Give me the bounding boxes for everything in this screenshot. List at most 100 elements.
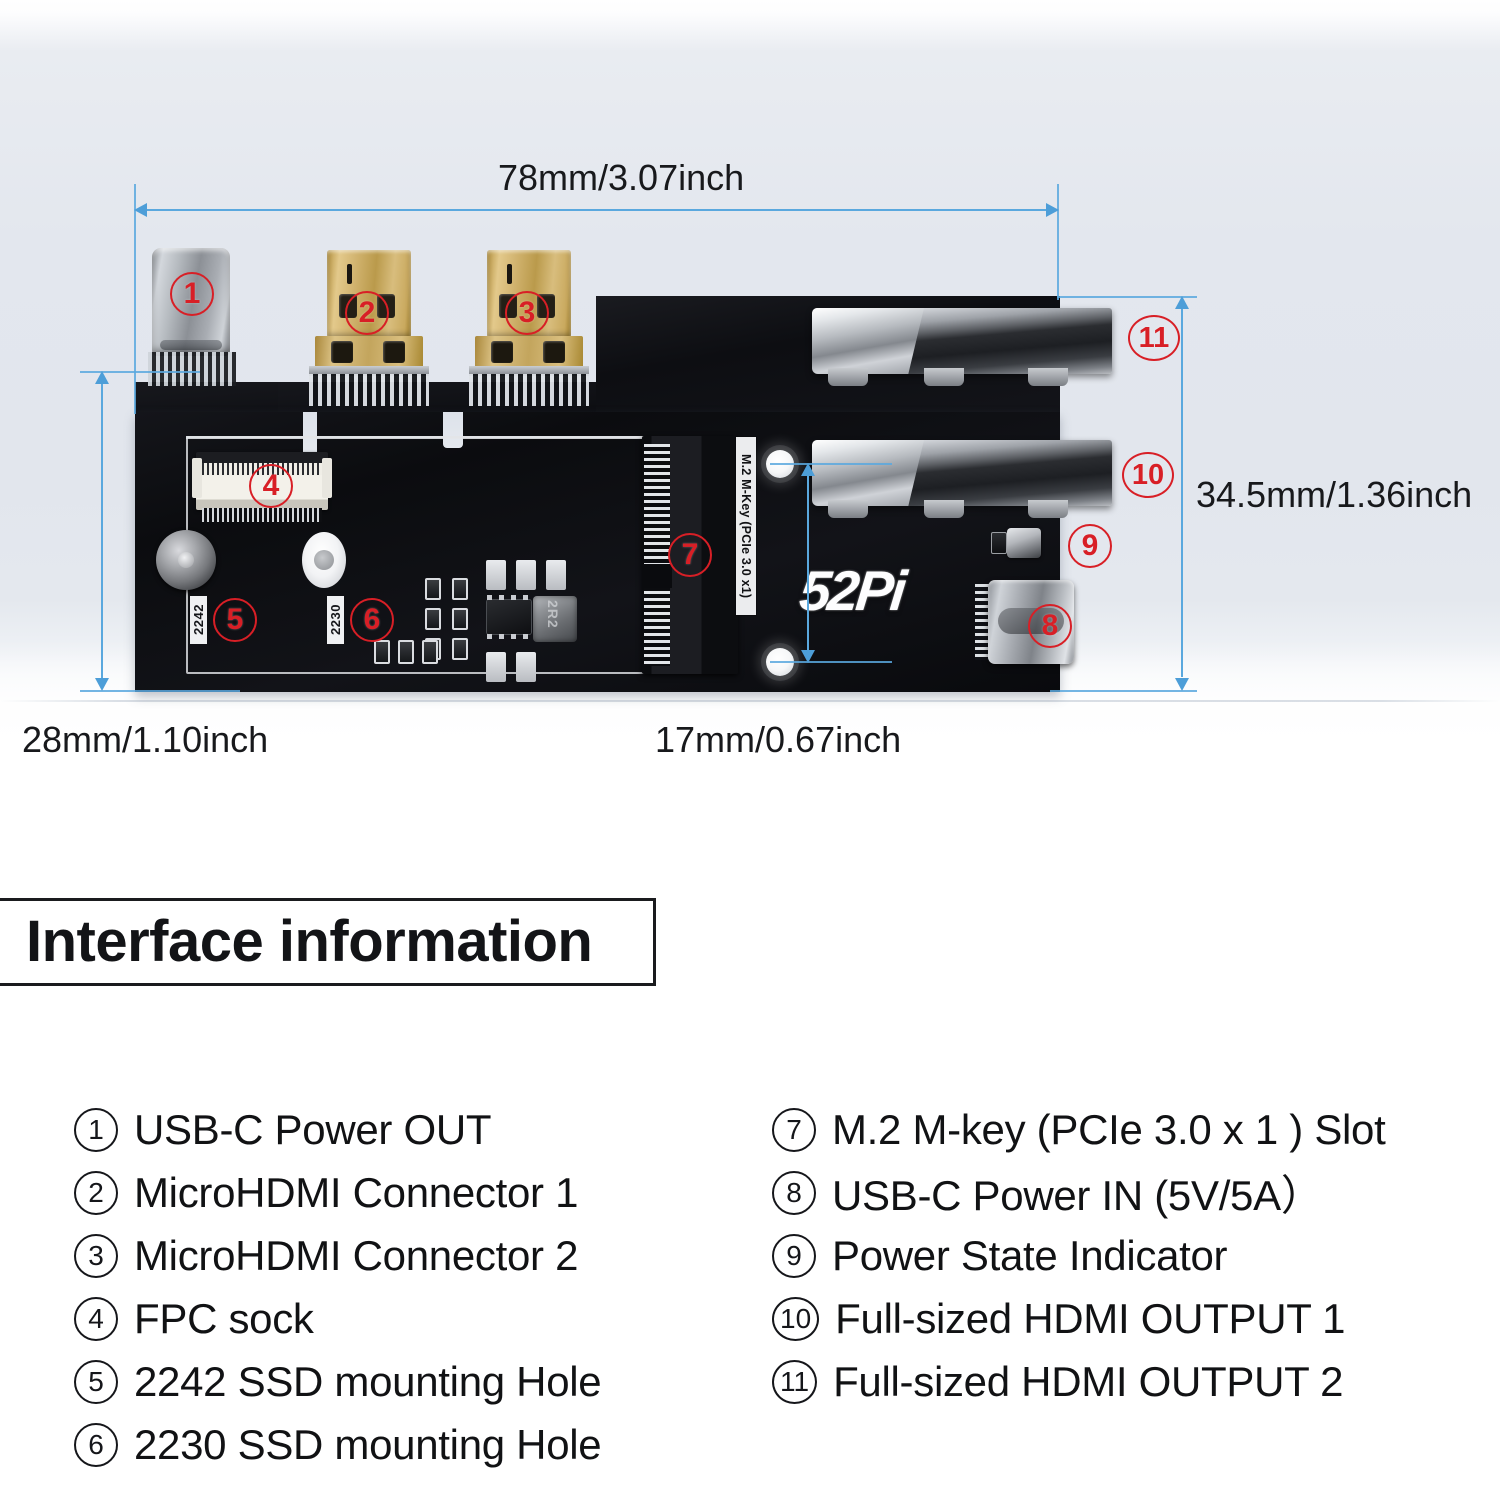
dim-line-height-left (101, 378, 103, 684)
smd-pad (486, 652, 506, 682)
brand-logo: 52Pi (796, 559, 907, 622)
legend-number: 1 (74, 1107, 118, 1152)
smd-resistor (425, 608, 441, 630)
legend-number: 4 (74, 1296, 118, 1341)
smd-capacitor (374, 640, 390, 664)
dim-ext-right-upper (1057, 296, 1197, 298)
legend-label: Full-sized HDMI OUTPUT 1 (835, 1294, 1346, 1342)
ssd-mounting-hole-2242 (156, 530, 216, 590)
smd-resistor (452, 638, 468, 660)
dim-ext-upper-left (80, 371, 200, 373)
microhdmi-1-pins (309, 374, 429, 406)
inductor-marking: 2R2 (545, 600, 561, 629)
microhdmi-2-base-pad-right (543, 341, 565, 363)
power-state-indicator-led (991, 528, 1041, 558)
microhdmi-2-pins (469, 374, 589, 406)
microhdmi-2-slot (507, 264, 512, 284)
hdmi-1-solder-tabs (828, 500, 1078, 520)
photo-callout-2: 2 (345, 291, 389, 335)
photo-callout-5: 5 (213, 598, 257, 642)
photo-callout-1: 1 (170, 272, 214, 316)
legend-label: M.2 M-key (PCIe 3.0 x 1 ) Slot (832, 1105, 1386, 1153)
dimension-width-label: 78mm/3.07inch (498, 157, 745, 198)
dim-ext-hole-lower (770, 661, 892, 663)
legend-label: USB-C Power OUT (134, 1105, 492, 1153)
m2-slot-silk-label: M.2 M-Key (PCIe 3.0 x1) (736, 437, 756, 615)
hdmi-2-lip (812, 308, 924, 374)
dim-line-hole-spacing (807, 470, 809, 656)
legend-number: 7 (772, 1107, 816, 1152)
dim-line-width (140, 209, 1058, 211)
legend-number: 2 (74, 1170, 118, 1215)
smd-pad (546, 560, 566, 590)
microhdmi-2-shell-end (469, 366, 589, 376)
dim-arrow-height-right-up (1175, 296, 1189, 309)
legend-label: FPC sock (134, 1294, 314, 1342)
dim-arrow-hole-down (801, 650, 815, 663)
fpc-tab-left (192, 458, 202, 498)
fpc-contacts-bottom (202, 508, 322, 522)
dim-ext-left-top (134, 184, 136, 414)
legend-number: 6 (74, 1422, 118, 1467)
power-management-ic (487, 595, 531, 639)
photo-callout-10: 10 (1122, 452, 1174, 498)
microhdmi-1-slot (347, 264, 352, 284)
silk-label-2230: 2230 (327, 596, 344, 644)
smd-capacitor (422, 640, 438, 664)
dim-ext-hole-upper (770, 463, 892, 465)
dim-line-height-right (1181, 303, 1183, 677)
photo-callout-3: 3 (505, 291, 549, 335)
dim-arrow-width-right (1046, 203, 1059, 217)
photo-callout-6: 6 (350, 598, 394, 642)
photo-callout-4: 4 (249, 464, 293, 508)
usb-c-power-out-pins (148, 352, 236, 386)
legend-number: 9 (772, 1233, 816, 1278)
dimension-hole-spacing-label: 17mm/0.67inch (655, 719, 902, 760)
dim-arrow-width-left (134, 203, 147, 217)
legend-item: 10 Full-sized HDMI OUTPUT 1 (772, 1287, 1492, 1350)
dim-arrow-height-left-up (95, 371, 109, 384)
smd-resistor (452, 578, 468, 600)
legend-item: 1 USB-C Power OUT (74, 1098, 774, 1161)
legend-item: 6 2230 SSD mounting Hole (74, 1413, 774, 1476)
legend-item: 8 USB-C Power IN (5V/5A） (772, 1161, 1492, 1224)
smd-capacitor (398, 640, 414, 664)
hdmi-2-solder-tabs (828, 368, 1078, 388)
microhdmi-1-shell-end (309, 366, 429, 376)
legend-item: 7 M.2 M-key (PCIe 3.0 x 1 ) Slot (772, 1098, 1492, 1161)
legend-number: 10 (772, 1296, 820, 1341)
legend-label: Full-sized HDMI OUTPUT 2 (833, 1357, 1344, 1405)
dimension-height-right-label: 34.5mm/1.36inch (1196, 474, 1473, 515)
silk-label-2242: 2242 (190, 596, 207, 644)
microhdmi-1-base-pad-left (331, 341, 353, 363)
ssd-mounting-hole-2230 (302, 532, 346, 588)
dim-arrow-hole-up (801, 463, 815, 476)
legend-item: 9 Power State Indicator (772, 1224, 1492, 1287)
legend-number: 8 (772, 1170, 816, 1215)
desk-horizon-line (0, 700, 1500, 702)
microhdmi-1-base (315, 336, 423, 368)
photo-callout-8: 8 (1028, 604, 1072, 648)
pcb-silkscreen-top-line (186, 436, 698, 439)
photo-callout-11: 11 (1128, 315, 1180, 361)
dim-ext-right-top (1057, 184, 1059, 300)
smd-resistor (452, 608, 468, 630)
pcb-notch-right (443, 412, 463, 448)
legend-item: 11 Full-sized HDMI OUTPUT 2 (772, 1350, 1492, 1413)
fpc-tab-right (322, 458, 332, 498)
microhdmi-1-base-pad-right (383, 341, 405, 363)
page-title: Interface information (26, 909, 593, 974)
dim-arrow-height-left-down (95, 678, 109, 691)
smd-pad (516, 652, 536, 682)
legend-item: 4 FPC sock (74, 1287, 774, 1350)
photo-callout-7: 7 (668, 533, 712, 577)
legend-label: MicroHDMI Connector 2 (134, 1231, 579, 1279)
power-inductor: 2R2 (533, 596, 577, 642)
pcb-notch-left (303, 412, 317, 458)
product-photo: 2242 2230 2R2 M.2 M-Key (PCIe 3.0 x1) (0, 0, 1500, 855)
m2-slot-key-notch (642, 564, 672, 588)
legend-number: 3 (74, 1233, 118, 1278)
full-size-hdmi-output-1 (812, 440, 1112, 524)
m2-slot-contacts (644, 444, 670, 666)
smd-resistor (425, 578, 441, 600)
